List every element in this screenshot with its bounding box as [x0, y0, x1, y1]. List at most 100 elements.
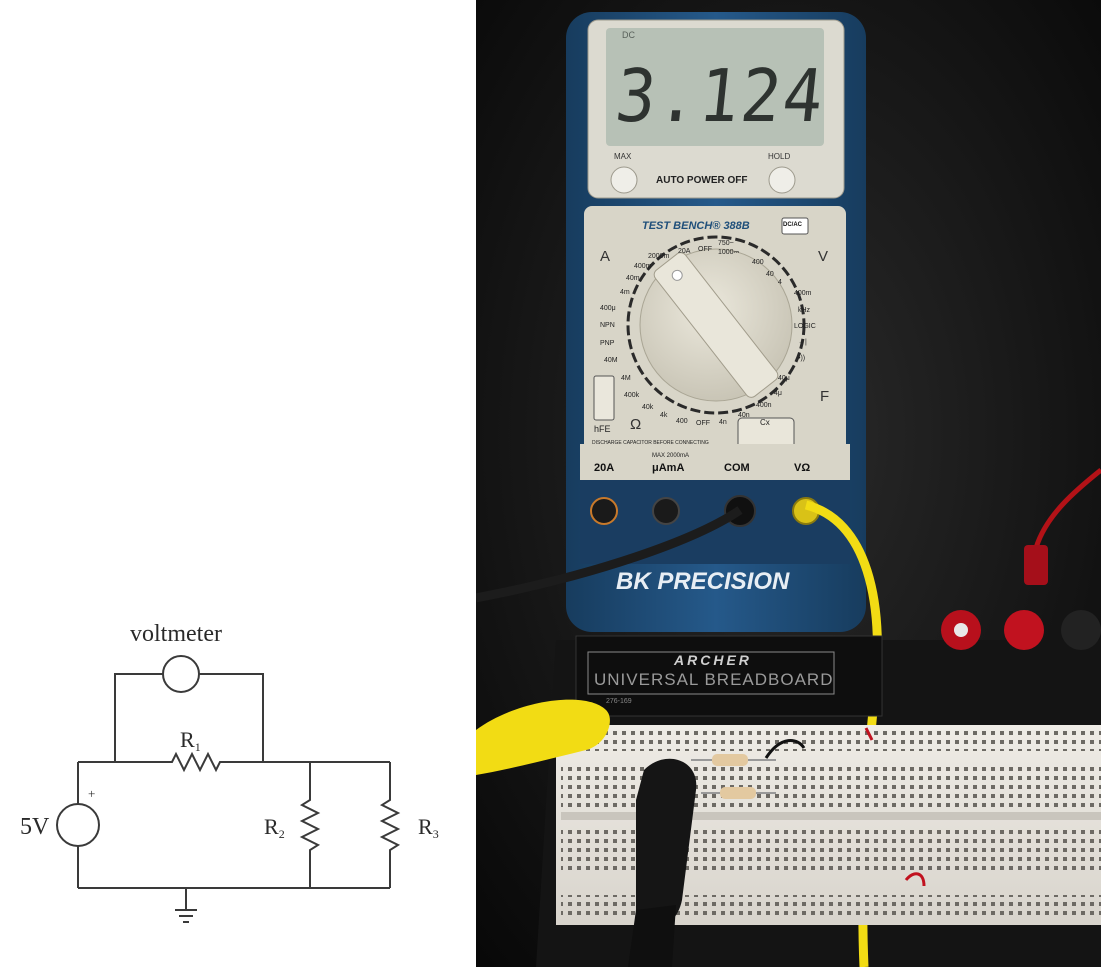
dial-ring [626, 235, 806, 415]
max-button[interactable]: MAX [614, 152, 632, 161]
range-750ac: 750~ [718, 240, 734, 247]
range-400k: 400k [624, 392, 640, 399]
range-400-ohm: 400 [676, 418, 688, 425]
red-binding-post-2 [1004, 610, 1044, 650]
ground-symbol [175, 888, 197, 923]
hold-button[interactable]: HOLD [768, 152, 791, 161]
range-4m-a: 4m [620, 289, 630, 296]
lcd-mode-indicator: DC [622, 30, 635, 40]
range-400mv: 400m [794, 290, 812, 297]
range-4m-ohm: 4M [621, 375, 631, 382]
breadboard-brand: ARCHER [674, 652, 752, 668]
hold-button-shape [768, 166, 796, 194]
range-4k: 4k [660, 412, 668, 419]
auto-power-off-label: AUTO POWER OFF [656, 175, 748, 186]
resistor-r3 [379, 762, 401, 888]
multimeter-photo: DC 3.124 MAX HOLD AUTO POWER OFF TEST BE… [476, 0, 1101, 967]
range-400u-a: 400μ [600, 305, 616, 312]
cx-label: Cx [760, 418, 770, 427]
model-strip [636, 216, 772, 238]
resistor-r1-label: R1 [180, 727, 201, 754]
range-4nf: 4n [719, 419, 727, 426]
terminal-label-v-ohm: VΩ [794, 462, 811, 474]
dcac-button[interactable]: DC/AC [783, 222, 802, 228]
terminal-label-com: COM [724, 462, 750, 474]
red-jumper [864, 727, 874, 741]
breadboard-bottom-rail [561, 895, 1101, 915]
circuit-diagram: voltmeter R1 + 5V R2 R3 [20, 621, 439, 923]
red-connector [1024, 545, 1048, 585]
jack-ua-ma [652, 497, 680, 525]
dial-farad-label: F [820, 388, 830, 405]
voltmeter-wire-right [199, 673, 264, 762]
range-400v: 400 [752, 259, 764, 266]
breadboard-label: UNIVERSAL BREADBOARD [594, 670, 834, 689]
range-diode: →| [798, 339, 807, 346]
range-40nf: 40n [738, 412, 750, 419]
voltmeter-wire-left [114, 673, 163, 762]
max-button-shape [610, 166, 638, 194]
jumper-wire [764, 739, 806, 759]
range-40m-ohm: 40M [604, 357, 618, 364]
red-binding-post-1-hole [954, 623, 968, 637]
source-label: 5V [20, 814, 50, 840]
terminal-label-strip [580, 444, 850, 480]
range-2000m: 2000m [648, 253, 670, 260]
range-off-top: OFF [698, 246, 712, 253]
range-40m-a: 40m [626, 275, 640, 282]
max-current-rating: MAX 2000mA [652, 453, 690, 459]
resistor-a [712, 754, 748, 766]
lcd-reading: 3.124 [611, 54, 830, 139]
breadboard-center-channel [561, 812, 1101, 820]
range-pnp: PNP [600, 340, 615, 347]
range-off-bottom: OFF [696, 420, 710, 427]
source-polarity: + [88, 786, 95, 801]
voltmeter-label: voltmeter [130, 621, 222, 647]
range-20a: 20A [678, 248, 691, 255]
terminal-label-ua-ma: μAmA [652, 462, 685, 474]
range-4uf: 4μ [774, 390, 782, 397]
hfe-socket [593, 375, 615, 421]
range-40uf: 40μ [778, 375, 790, 382]
jack-20a [590, 497, 618, 525]
dial-knob-bar [653, 252, 779, 398]
dcac-button-shape [781, 217, 809, 235]
range-continuity: •)) [798, 355, 806, 362]
voltmeter-symbol [162, 655, 200, 693]
range-400nf: 400n [756, 402, 772, 409]
range-logic: LOGIC [794, 323, 816, 330]
red-power-wire [1033, 468, 1101, 549]
breadboard-label-frame [587, 651, 835, 695]
resistor-r2 [299, 762, 321, 888]
range-npn: NPN [600, 322, 615, 329]
range-400m-a: 400m [634, 263, 652, 270]
yellow-alligator-clip [476, 699, 610, 775]
range-4v: 4 [778, 279, 782, 286]
dial-volt-label: V [818, 248, 829, 265]
range-40v: 40 [766, 271, 774, 278]
terminal-label-20a: 20A [594, 462, 615, 474]
range-khz: kHz [798, 307, 811, 314]
resistor-r1 [78, 751, 390, 773]
circuit-schematic: voltmeter R1 + 5V R2 R3 [0, 0, 476, 967]
dial-ohm-label: Ω [630, 416, 642, 433]
black-clip-cable [628, 905, 676, 967]
lcd-screen [606, 28, 824, 146]
resistor-r3-label: R3 [418, 814, 439, 841]
range-1000dc: 1000⎓ [718, 249, 740, 256]
red-jumper-bottom [904, 872, 926, 887]
voltage-source-symbol [56, 803, 100, 847]
photo-scene [476, 0, 1101, 967]
hfe-label: hFE [594, 424, 611, 434]
breadboard-top-rail [561, 731, 1101, 751]
breadboard-label-plate [575, 635, 883, 717]
breadboard-part-number: 276-169 [606, 698, 632, 705]
capacitor-warning: DISCHARGE CAPACITOR BEFORE CONNECTING [592, 440, 709, 446]
range-40k: 40k [642, 404, 654, 411]
dial-amp-label: A [600, 248, 611, 265]
black-alligator-clip [636, 758, 697, 929]
brand-label: BK PRECISION [616, 568, 790, 595]
model-label: TEST BENCH® 388B [642, 220, 750, 232]
black-probe-cable [476, 506, 743, 603]
resistor-b [720, 787, 756, 799]
